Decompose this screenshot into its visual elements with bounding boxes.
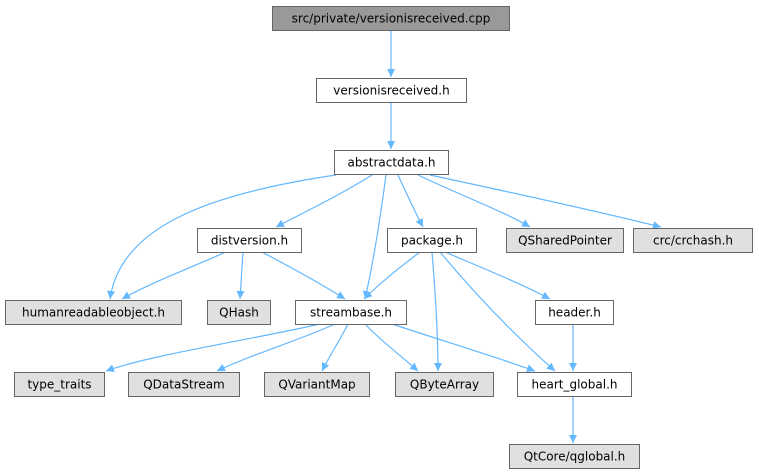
node-box [14,372,105,397]
edge-streambase_h-to-heart_global_h [391,323,536,373]
node-label: versionisreceived.h [333,84,449,98]
node-label: type_traits [27,378,91,392]
node-root[interactable]: src/private/versionisreceived.cpp [272,6,510,31]
node-label: QSharedPointer [518,234,612,248]
node-streambase_h[interactable]: streambase.h [295,300,407,325]
node-label: heart_global.h [532,378,618,392]
edge-streambase_h-to-type_traits [105,323,321,373]
node-label: QByteArray [410,378,479,392]
node-box [506,228,624,253]
node-QByteArray: QByteArray [395,372,494,397]
edge-abstractdata_h-to-QSharedPointer [417,174,531,228]
node-box [264,372,370,397]
edge-distversion_h-to-humanreadableobject_h [121,251,227,300]
node-package_h[interactable]: package.h [387,228,477,253]
edge-package_h-to-streambase_h [363,251,421,300]
node-box [387,228,477,253]
node-qtcore_qglobal_h: QtCore/qglobal.h [509,444,640,469]
edge-abstractdata_h-to-streambase_h [362,174,387,300]
edge-package_h-to-heart_global_h [439,251,556,372]
node-QSharedPointer: QSharedPointer [506,228,624,253]
node-QVariantMap: QVariantMap [264,372,370,397]
edge-abstractdata_h-to-humanreadableobject_h [107,174,337,300]
node-box [334,150,449,175]
node-type_traits: type_traits [14,372,105,397]
node-label: QVariantMap [278,378,355,392]
node-label: QtCore/qglobal.h [524,450,626,464]
edge-package_h-to-QByteArray [431,251,442,372]
node-heart_global_h[interactable]: heart_global.h [517,372,632,397]
node-label: crc/crchash.h [653,234,733,248]
node-box [197,228,302,253]
nodes-layer: src/private/versionisreceived.cpp version… [5,6,753,469]
edge-abstractdata_h-to-distversion_h [275,174,373,228]
edge-streambase_h-to-QByteArray [364,323,419,372]
node-label: QHash [219,306,259,320]
edge-package_h-to-header_h [444,251,551,300]
node-label: abstractdata.h [348,156,436,170]
node-label: src/private/versionisreceived.cpp [292,12,491,26]
node-label: header.h [548,306,601,320]
node-label: streambase.h [310,306,392,320]
node-label: humanreadableobject.h [22,306,165,320]
node-versionisreceived_h[interactable]: versionisreceived.h [316,78,467,103]
node-label: package.h [401,234,463,248]
node-box [509,444,640,469]
node-box [395,372,494,397]
edge-distversion_h-to-streambase_h [261,251,346,300]
node-box [535,300,614,325]
node-box [207,300,271,325]
node-label: QDataStream [143,378,225,392]
node-box [517,372,632,397]
node-box [295,300,407,325]
edge-distversion_h-to-QHash [236,251,245,300]
edge-abstractdata_h-to-package_h [397,174,424,228]
node-label: distversion.h [211,234,288,248]
node-box [633,228,753,253]
edge-streambase_h-to-QDataStream [216,323,336,372]
edge-abstractdata_h-to-crc_crchash_h [429,174,662,229]
node-QHash: QHash [207,300,271,325]
node-abstractdata_h[interactable]: abstractdata.h [334,150,449,175]
node-header_h[interactable]: header.h [535,300,614,325]
edge-streambase_h-to-QVariantMap [321,323,349,372]
node-box [128,372,240,397]
node-QDataStream: QDataStream [128,372,240,397]
edges-layer [105,30,662,443]
node-humanreadableobject_h: humanreadableobject.h [5,300,182,325]
node-crc_crchash_h: crc/crchash.h [633,228,753,253]
node-box [5,300,182,325]
node-box [316,78,467,103]
node-box [272,6,510,31]
node-distversion_h[interactable]: distversion.h [197,228,302,253]
